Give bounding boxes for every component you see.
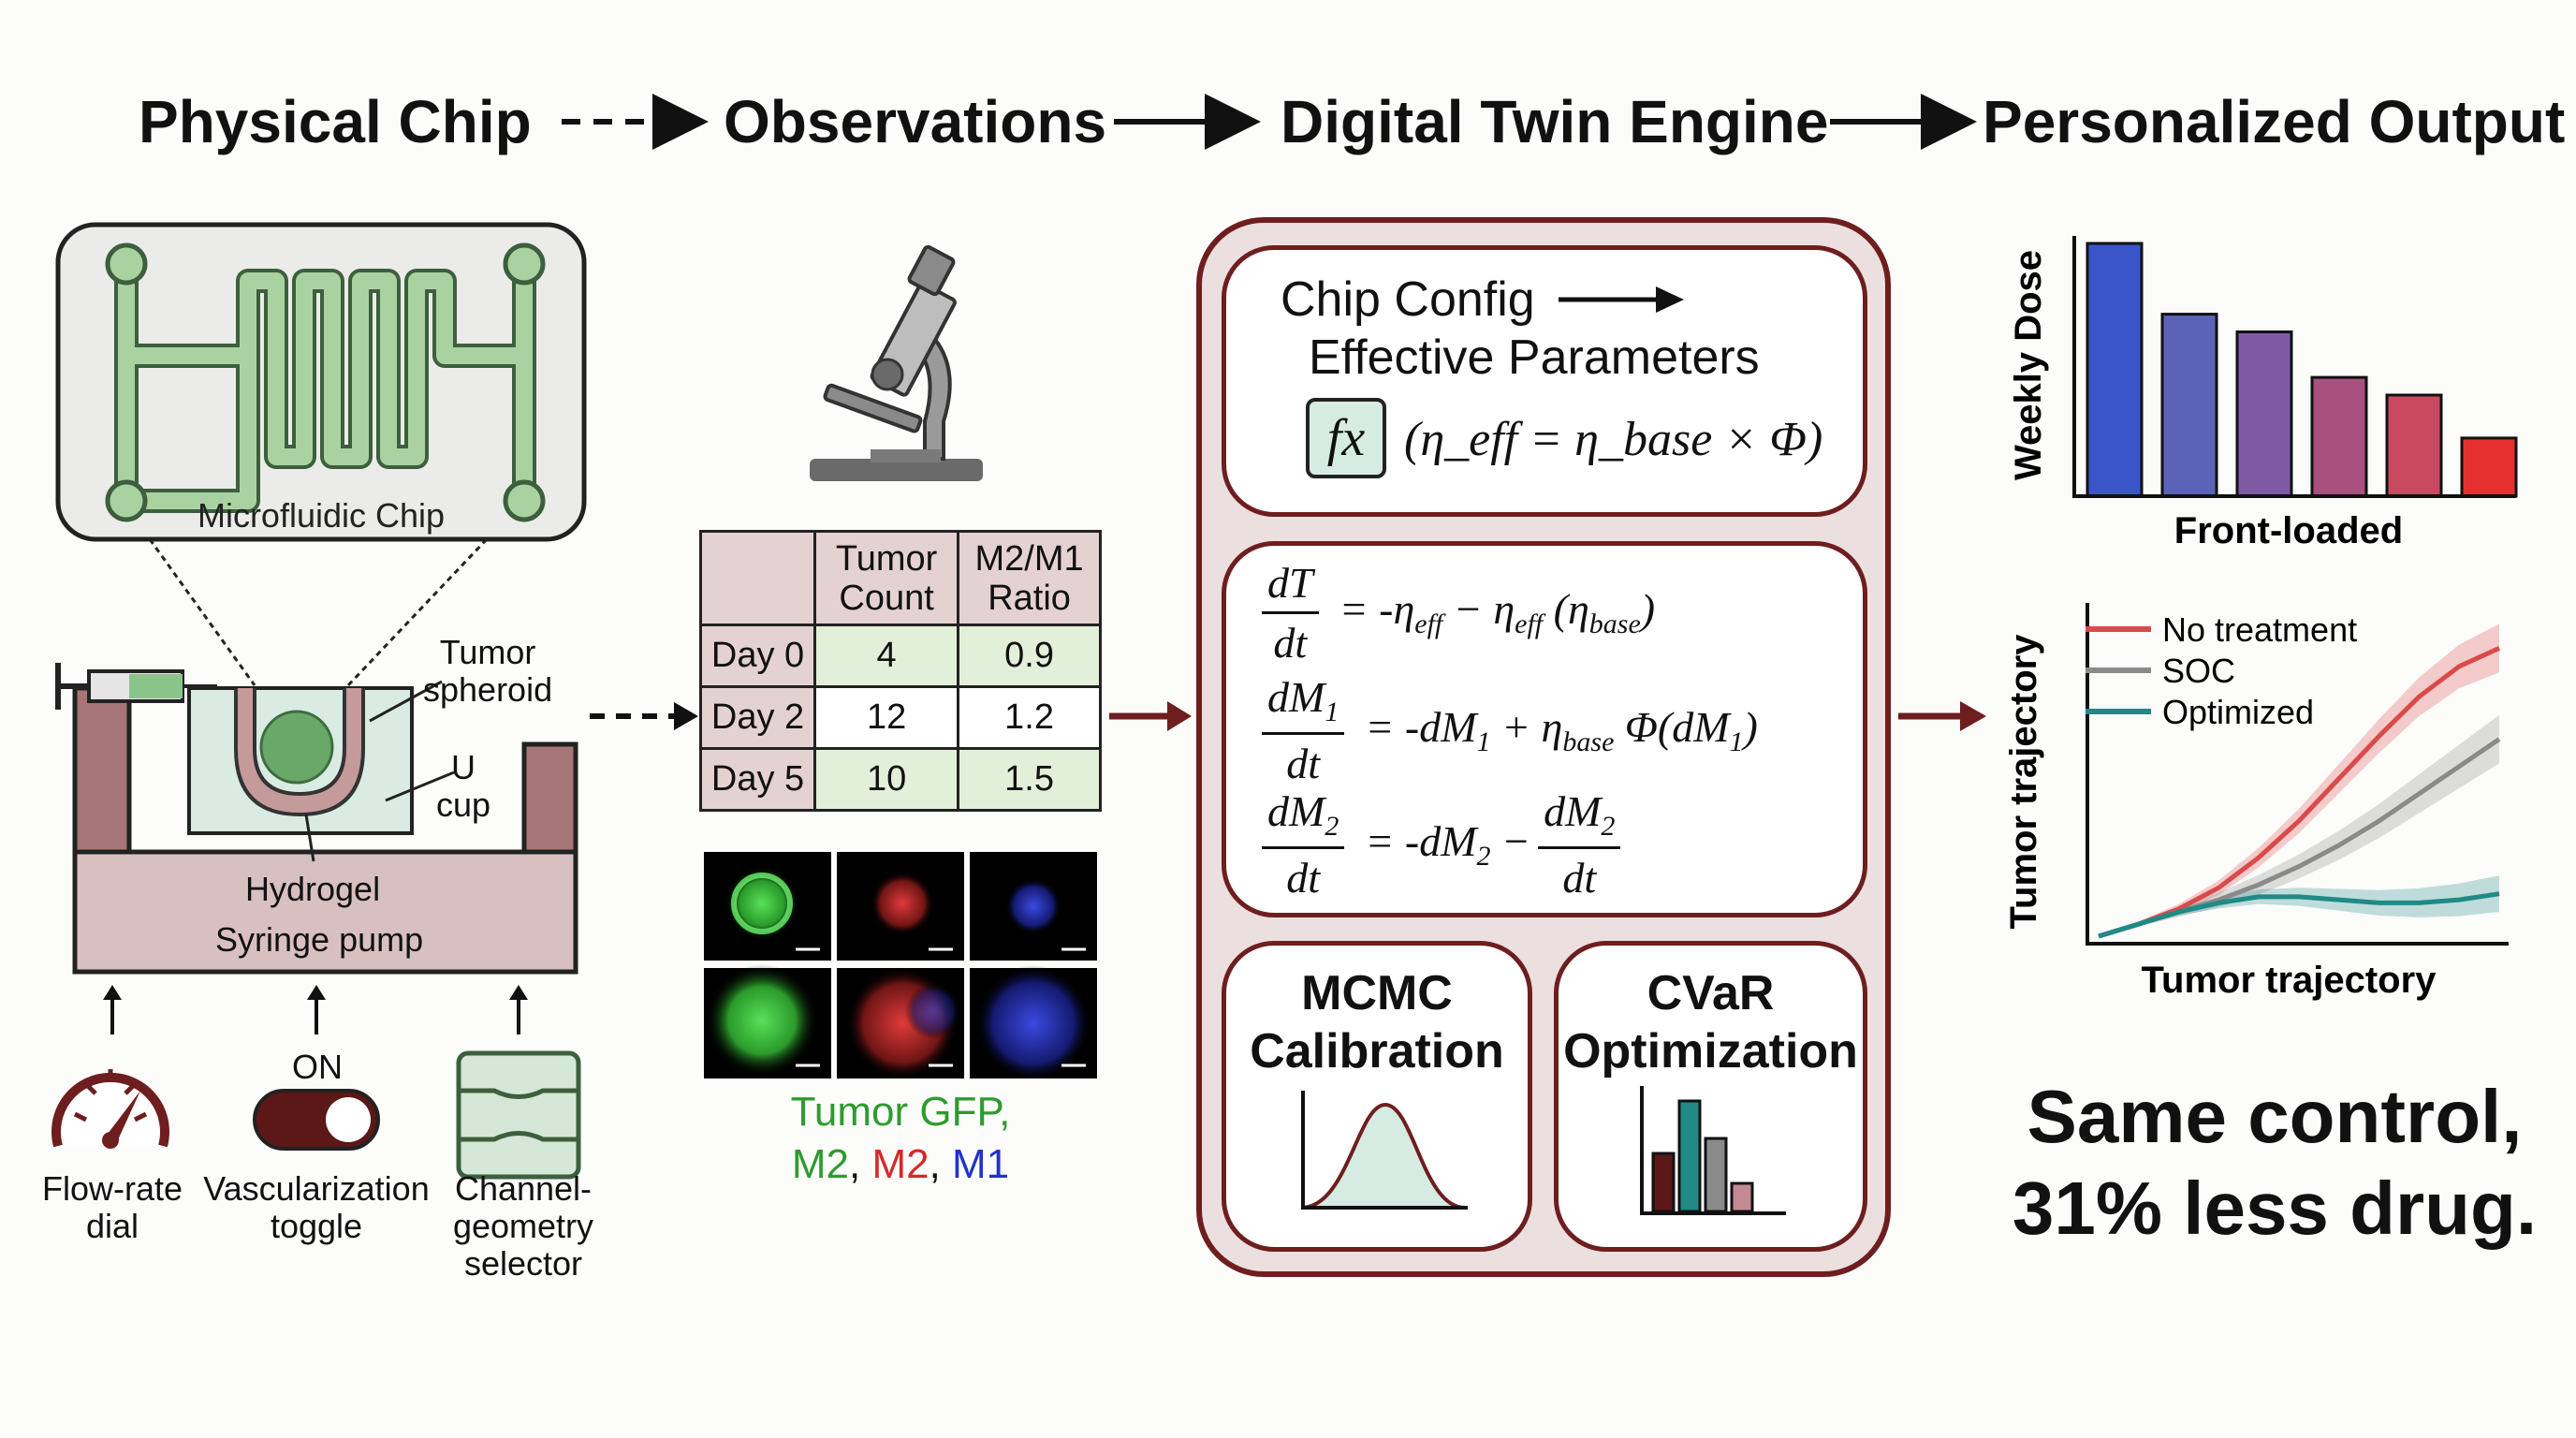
on-label: ON — [292, 1048, 343, 1086]
col-header-tumor-count: Tumor Count — [813, 530, 960, 626]
row-day: Day 5 — [698, 747, 817, 812]
table-corner — [698, 530, 817, 626]
bar-0 — [2086, 242, 2144, 498]
col-header-m2m1-ratio: M2/M1 Ratio — [957, 530, 1102, 626]
chip-config-title: Chip Config — [1281, 272, 1535, 327]
caption-line1: Tumor GFP, — [790, 1089, 1011, 1135]
legend-no-treatment: No treatment — [2162, 610, 2357, 649]
caption-m2-red: M2 — [871, 1141, 929, 1187]
cvar-title: CVaR Optimization — [1563, 966, 1858, 1078]
band-0 — [2099, 624, 2499, 936]
cell-tumor: 4 — [813, 624, 960, 688]
config-arrow — [1559, 286, 1684, 313]
bar-xlabel: Front-loaded — [2174, 510, 2403, 551]
line-xlabel: Tumor trajectory — [2142, 960, 2437, 1001]
caption-line2: M2, M2, M1 — [704, 1138, 1097, 1191]
series-line-2 — [2098, 891, 2500, 939]
flow-rate-dial-icon — [51, 1069, 169, 1149]
table-row: Day 0 4 0.9 — [698, 624, 1102, 688]
channel-geometry-selector-icon — [456, 1050, 581, 1180]
caption-m1-blue: M1 — [952, 1141, 1010, 1187]
syringe-pump-label: Syringe pump — [215, 920, 424, 959]
bar-2 — [2235, 330, 2293, 498]
legend-optimized: Optimized — [2162, 693, 2314, 731]
microscope-icon — [810, 244, 983, 481]
band-2 — [2099, 875, 2499, 936]
table-row: Day 2 12 1.2 — [698, 685, 1102, 750]
hydrogel-label: Hydrogel — [245, 870, 381, 908]
effective-parameter-formula: (η_eff = η_base × Φ) — [1404, 413, 1823, 466]
caption-sep: , — [929, 1141, 953, 1187]
tumor-trajectory-line-chart: Tumor trajectory No treatment SOC Optimi… — [2003, 603, 2509, 1001]
right-pillar — [521, 741, 578, 855]
microfluidic-chip-label: Microfluidic Chip — [198, 496, 445, 535]
syringe-icon — [55, 663, 217, 710]
tumor-spheroid — [259, 710, 334, 785]
effective-parameters-label: Effective Parameters — [1309, 330, 1760, 385]
legend-soc: SOC — [2162, 652, 2235, 690]
header-arrows — [562, 94, 1977, 150]
flow-rate-dial-label[interactable]: Flow-rate dial — [41, 1169, 183, 1245]
header-physical-chip: Physical Chip — [139, 88, 532, 155]
cell-tumor: 12 — [813, 685, 960, 750]
table-row: Day 5 10 1.5 — [698, 747, 1102, 812]
arrow-chip-to-obs — [590, 702, 698, 730]
row-day: Day 2 — [698, 685, 817, 750]
arrow-obs-to-engine — [1109, 701, 1192, 731]
arrow-engine-to-output — [1898, 701, 1986, 731]
caption-sep: , — [848, 1141, 872, 1187]
header-personalized-output: Personalized Output — [1983, 88, 2566, 155]
cell-ratio: 1.5 — [957, 747, 1102, 812]
observations-table: Tumor Count M2/M1 Ratio Day 0 4 0.9 Day … — [698, 530, 1102, 812]
cell-ratio: 0.9 — [957, 624, 1102, 688]
chip-config-box — [1222, 245, 1867, 517]
header-digital-twin-engine: Digital Twin Engine — [1281, 88, 1829, 155]
cell-tumor: 10 — [813, 747, 960, 812]
syringe-pump-base — [72, 849, 578, 975]
weekly-dose-bar-chart: Weekly Dose Front-loaded — [2008, 236, 2518, 551]
bar-3 — [2310, 375, 2368, 498]
caption-m2-green: M2 — [791, 1141, 849, 1187]
u-cup-label: U cup — [436, 748, 491, 824]
ode-box — [1222, 541, 1867, 917]
row-day: Day 0 — [698, 624, 817, 688]
headline-line2: 31% less drug. — [2012, 1167, 2538, 1250]
posterior-distribution-icon — [1300, 1091, 1468, 1210]
microscopy-caption: Tumor GFP, M2, M2, M1 — [704, 1086, 1097, 1191]
left-pillar — [72, 685, 132, 855]
channel-geometry-selector-label[interactable]: Channel- geometry selector — [452, 1169, 594, 1283]
header-observations: Observations — [724, 88, 1107, 155]
bar-4 — [2385, 393, 2443, 498]
vascularization-toggle-icon — [253, 1089, 380, 1151]
cell-ratio: 1.2 — [957, 685, 1102, 750]
cvar-bars-icon — [1640, 1086, 1786, 1215]
bar-1 — [2160, 313, 2218, 498]
tumor-spheroid-label: Tumor spheroid — [423, 633, 553, 709]
microscopy-images — [704, 852, 1097, 1078]
headline-line1: Same control, — [2027, 1075, 2523, 1158]
bar-ylabel: Weekly Dose — [2008, 250, 2049, 480]
chip-diagram: Microfluidic Chip — [51, 222, 587, 1180]
bar-5 — [2460, 436, 2518, 498]
mcmc-title: MCMC Calibration — [1250, 966, 1504, 1078]
u-cup — [236, 688, 363, 814]
vascularization-toggle-label[interactable]: Vascularization toggle — [203, 1169, 430, 1245]
fx-icon: fx — [1306, 398, 1386, 478]
line-ylabel: Tumor trajectory — [2003, 634, 2044, 930]
legend: No treatment SOC Optimized — [2086, 610, 2357, 731]
